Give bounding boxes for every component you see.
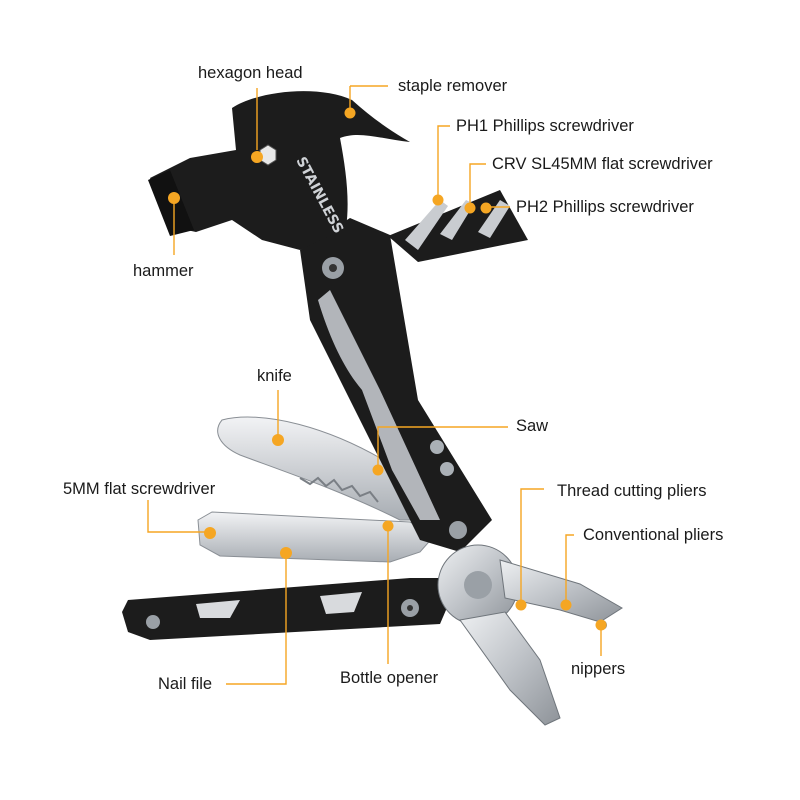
- hammer-head: STAINLESS: [148, 91, 410, 250]
- marker-dots: [168, 107, 607, 631]
- knife-serration: [299, 476, 379, 503]
- label-hexagon-head: hexagon head: [198, 64, 303, 82]
- bit-holder: [388, 190, 528, 262]
- label-thread-pliers: Thread cutting pliers: [557, 482, 707, 500]
- label-nippers: nippers: [571, 660, 626, 678]
- label-crv-flat: CRV SL45MM flat screwdriver: [492, 155, 713, 173]
- label-5mm-flat: 5MM flat screwdriver: [63, 480, 216, 498]
- label-knife: knife: [257, 367, 292, 385]
- lower-handle: [122, 578, 452, 640]
- label-staple-remover: staple remover: [398, 77, 508, 95]
- nail-file-blade: [197, 511, 436, 563]
- label-ph1-phillips: PH1 Phillips screwdriver: [456, 117, 634, 135]
- upper-handle: [300, 218, 492, 552]
- label-saw: Saw: [516, 417, 549, 435]
- label-hammer: hammer: [133, 262, 194, 280]
- label-nail-file: Nail file: [158, 675, 213, 693]
- pliers-head: [437, 544, 623, 726]
- leader-lines: [147, 85, 602, 685]
- label-ph2-phillips: PH2 Phillips screwdriver: [516, 198, 694, 216]
- label-bottle-opener: Bottle opener: [340, 669, 439, 687]
- label-conventional-pliers: Conventional pliers: [583, 526, 724, 544]
